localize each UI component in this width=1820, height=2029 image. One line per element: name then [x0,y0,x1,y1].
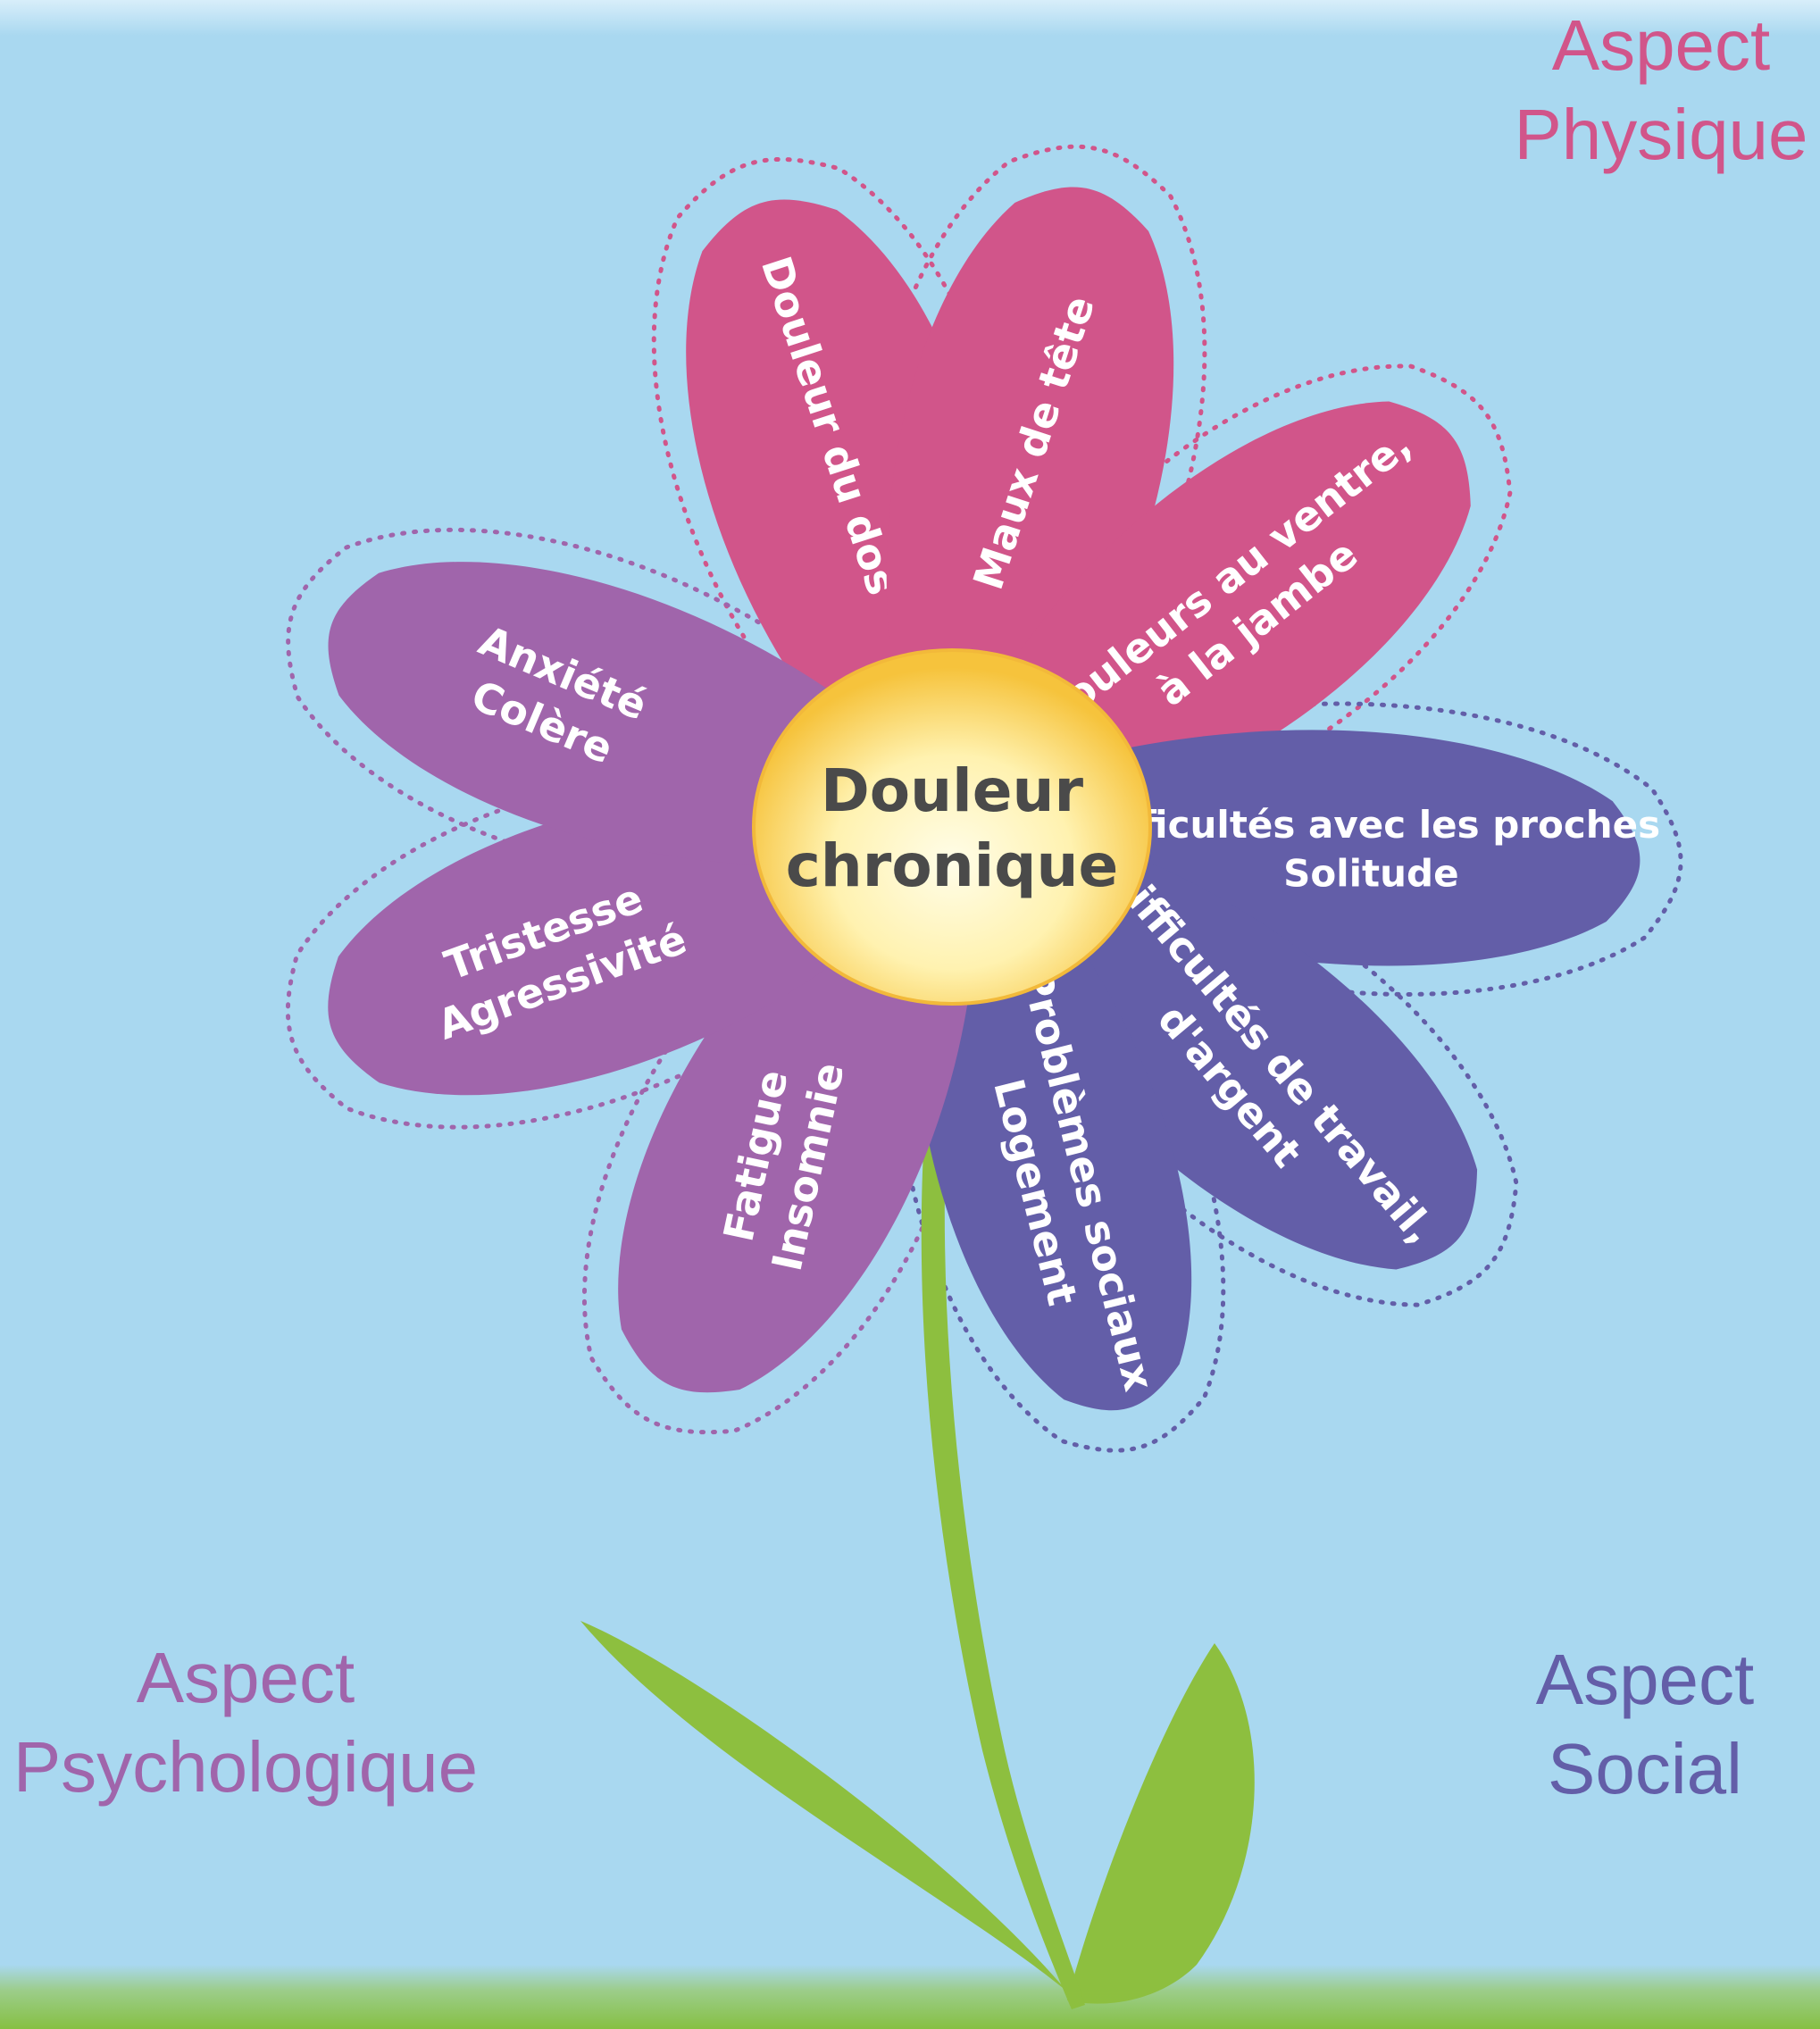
center-label-line1: Douleur [821,756,1083,825]
aspect-psychologique-line2: Psychologique [13,1727,478,1807]
aspect-psychologique-label: Aspect Psychologique [13,1638,478,1807]
grass-strip [0,1965,1820,2029]
petal-label-line: Solitude [1283,852,1458,896]
aspect-physique-label: Aspect Physique [1514,5,1807,174]
sky-top-glow [0,0,1820,36]
aspect-psychologique-line1: Aspect [137,1638,355,1717]
center-label-line2: chronique [786,831,1119,900]
aspect-social-label: Aspect Social [1536,1640,1755,1808]
flower-center: Douleur chronique [752,648,1152,1006]
center-disc [752,648,1152,1006]
aspect-physique-line2: Physique [1514,95,1807,174]
left-leaf [580,1621,1067,1991]
petal-label-line: Difficultés avec les proches [1082,803,1661,847]
aspect-social-line1: Aspect [1536,1640,1755,1719]
aspect-physique-line1: Aspect [1552,5,1771,85]
right-leaf [1067,1643,1255,2004]
petal-outline-physique [927,363,1513,858]
aspect-social-line2: Social [1548,1729,1742,1808]
